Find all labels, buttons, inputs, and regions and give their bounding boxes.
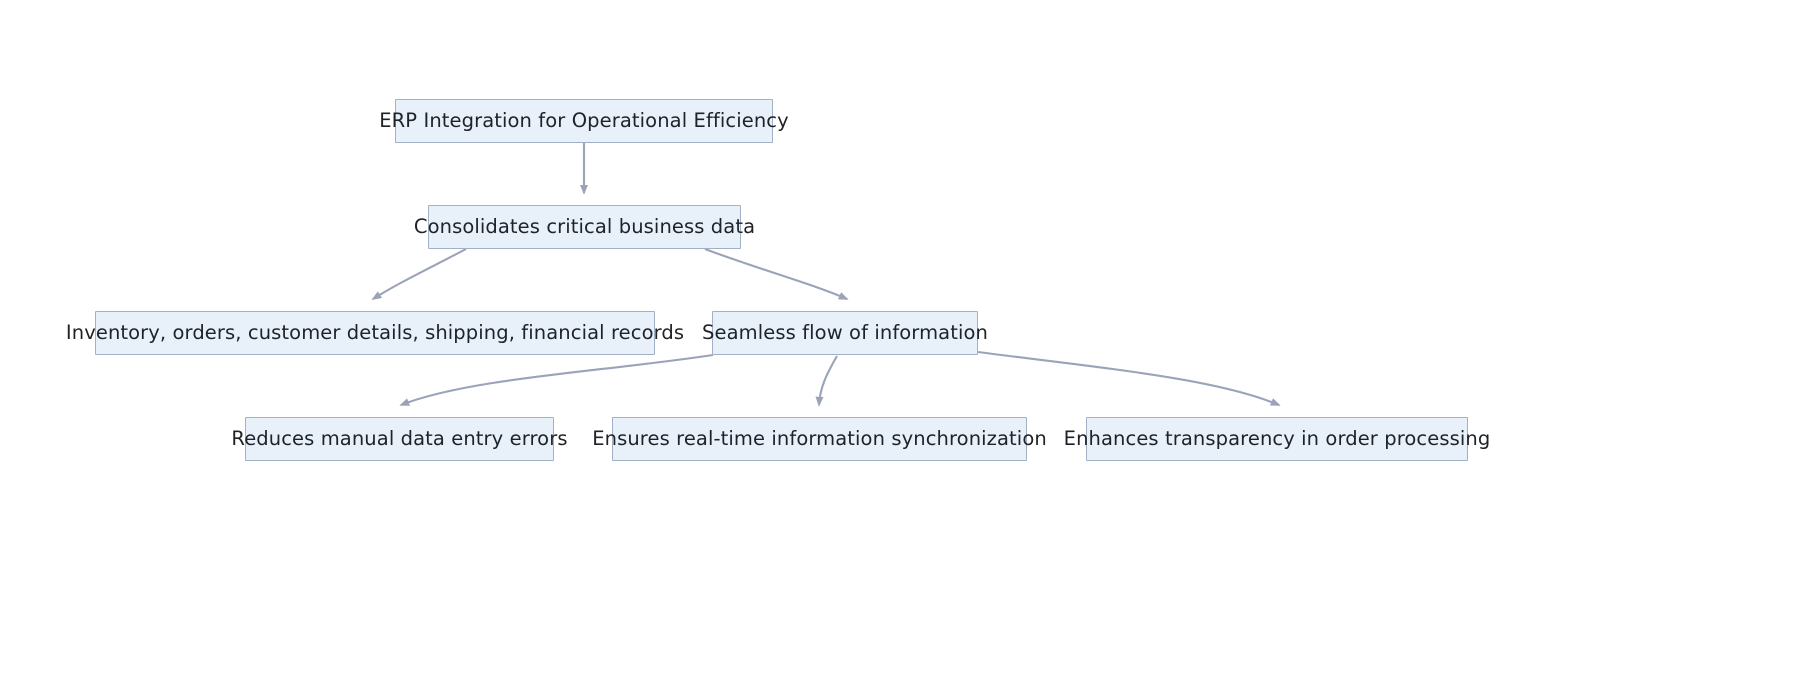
node-erp-integration[interactable]: ERP Integration for Operational Efficien…: [379, 99, 789, 143]
node-label: Ensures real-time information synchroniz…: [592, 427, 1047, 451]
node-label: Seamless flow of information: [702, 321, 988, 345]
node-transparency[interactable]: Enhances transparency in order processin…: [1064, 417, 1490, 461]
edge-consolidates-to-data-types: [371, 248, 467, 300]
edge-seamless-flow-to-transparency: [977, 350, 1281, 406]
node-label: Inventory, orders, customer details, shi…: [65, 321, 685, 345]
node-reduces-errors[interactable]: Reduces manual data entry errors: [231, 417, 567, 461]
node-realtime-sync[interactable]: Ensures real-time information synchroniz…: [592, 417, 1047, 461]
node-data-types[interactable]: Inventory, orders, customer details, shi…: [66, 311, 684, 355]
node-label: Consolidates critical business data: [413, 215, 756, 239]
node-label: ERP Integration for Operational Efficien…: [379, 109, 789, 133]
node-label: Enhances transparency in order processin…: [1063, 427, 1491, 451]
edge-seamless-flow-to-reduces-errors: [399, 353, 714, 406]
edge-consolidates-to-seamless-flow: [704, 248, 849, 300]
node-consolidates-data[interactable]: Consolidates critical business data: [414, 205, 755, 249]
node-label: Reduces manual data entry errors: [231, 427, 568, 451]
node-seamless-flow[interactable]: Seamless flow of information: [702, 311, 988, 355]
edge-seamless-flow-to-realtime-sync: [815, 355, 838, 407]
